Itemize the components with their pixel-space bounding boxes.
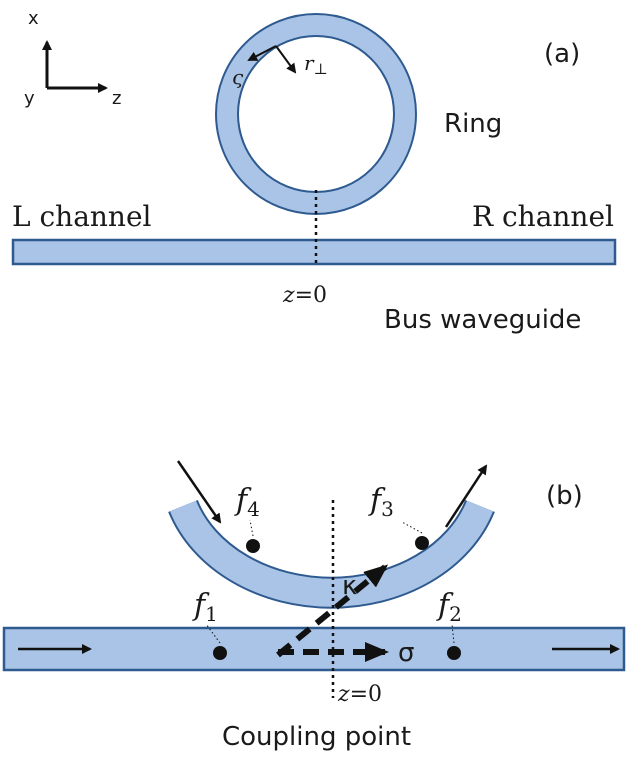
r-perp-label: r⊥ [304,51,328,78]
ring-local-coords: ς r⊥ [232,45,328,89]
ring-segment-core [170,500,493,607]
f3-label: f3 [368,483,394,521]
z0-label-b: z=0 [337,682,382,707]
f1-label: f1 [192,588,218,626]
kappa-arrow [276,564,389,658]
ring-input-arrow [176,460,222,524]
y-axis-label: y [24,88,35,109]
panel-b-label: (b) [546,481,583,511]
field-points [205,519,461,660]
ring-output-arrow [444,464,488,528]
kappa-label: κ [342,571,357,601]
x-axis-label: x [28,8,39,29]
f3-leader [401,521,423,534]
ring-label: Ring [444,109,502,139]
coordinate-axes: x y z [24,8,121,109]
f2-point [447,646,461,660]
f2-label: f2 [436,588,462,626]
varsigma-arrow [247,45,277,61]
l-channel-label: L channel [12,200,152,233]
z-axis-label: z [112,88,121,109]
ring-core [217,15,415,213]
bus-waveguide-a [11,238,617,266]
f4-point [246,539,260,553]
f3-point [415,536,429,550]
ring-resonator [215,13,417,215]
ring-segment-b [168,499,495,609]
r-channel-label: R channel [472,200,614,233]
varsigma-label: ς [232,65,244,89]
f4-label: f4 [234,483,260,521]
r-perp-arrow [275,45,297,74]
sigma-label: σ [398,638,414,668]
bus-waveguide-label: Bus waveguide [384,305,581,335]
coupling-point-label: Coupling point [222,722,411,752]
panel-a-label: (a) [544,39,580,69]
z0-label-a: z=0 [282,283,327,308]
f1-point [213,646,227,660]
f4-leader [249,519,254,537]
